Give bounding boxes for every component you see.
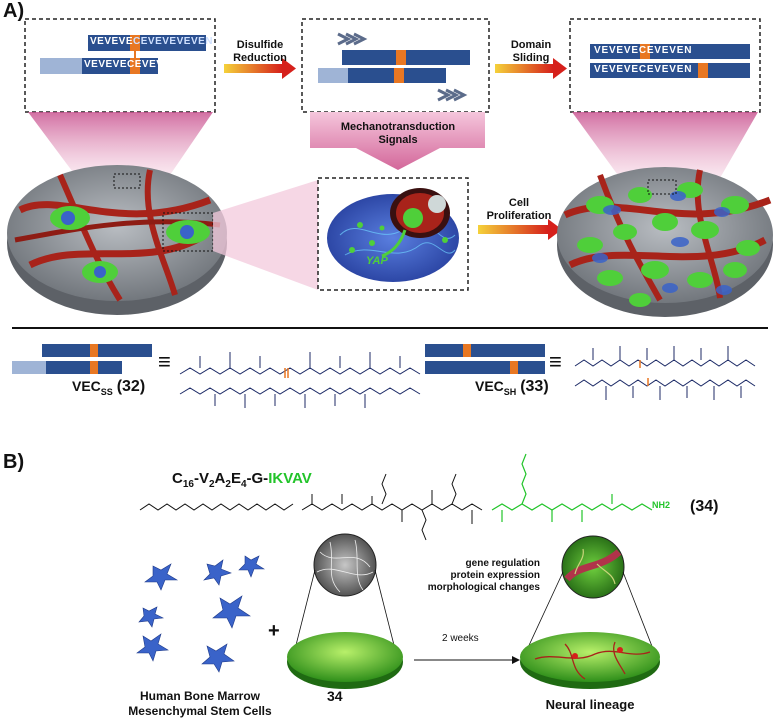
arrow-domain-sliding	[495, 58, 567, 79]
neural-lineage-illustration	[520, 535, 660, 689]
equiv-symbol-ss: ≡	[158, 349, 171, 374]
vec-sh-icon	[425, 344, 545, 374]
stem-cells-caption: Human Bone Marrow Mesenchymal Stem Cells	[128, 689, 272, 718]
changes-label: gene regulation protein expression morph…	[427, 558, 540, 593]
seq-text-box3-top: VEVEVECEVEVEN	[594, 45, 693, 56]
signals-arrow	[310, 112, 485, 170]
vec-ss-icon	[12, 344, 152, 374]
plus-sign: +	[268, 620, 280, 642]
panel-a-label: A)	[3, 0, 25, 22]
label-disulfide-reduction: Disulfide Reduction	[233, 39, 287, 64]
nh2-label: NH2	[652, 500, 671, 510]
arrow-disulfide-reduction	[224, 58, 296, 79]
panel-a-graphics	[7, 18, 773, 329]
funnel-left	[28, 112, 213, 175]
pa-chemical-structure	[139, 453, 653, 541]
peptide-strands-initial	[40, 35, 206, 74]
zoom-wedge-cell	[213, 180, 318, 290]
label-domain-sliding: Domain Sliding	[510, 39, 552, 64]
scaffold-34-label: 34	[327, 688, 343, 704]
panel-b-label: B)	[3, 451, 25, 473]
compound-34-label: (34)	[690, 498, 719, 515]
seq-text-box1-bottom: VEVEVECEVEVEN	[84, 59, 179, 70]
funnel-right	[572, 112, 758, 178]
seq-text-box3-bottom: VEVEVECEVEVEN	[594, 64, 693, 75]
arrow-cell-proliferation	[478, 219, 562, 240]
label-cell-proliferation: Cell Proliferation	[486, 197, 552, 222]
peptide-strands-slid	[590, 44, 750, 78]
label-yap: YAP	[366, 255, 388, 267]
vec-ss-name: VECSS (32)	[72, 378, 146, 397]
peptide-formula: C16-V2A2E4-G-IKVAV	[172, 470, 312, 490]
time-label: 2 weeks	[442, 633, 479, 644]
scaffold-disc-proliferated	[557, 167, 773, 317]
neural-lineage-caption: Neural lineage	[545, 697, 635, 712]
equiv-symbol-sh: ≡	[549, 349, 562, 374]
scaffold-disc-initial	[7, 165, 227, 315]
vec-sh-name: VECSH (33)	[475, 378, 549, 397]
label-mechanotransduction-signals: Mechanotransduction Signals	[340, 121, 456, 146]
arrow-two-weeks	[414, 656, 520, 664]
peptide-strands-reduced	[318, 32, 470, 102]
vec-structures	[12, 344, 756, 408]
stem-cells-illustration	[136, 555, 265, 673]
pa-scaffold-illustration	[287, 533, 403, 689]
seq-text-box1-top: VEVEVECEVEVEVEVEN	[90, 36, 214, 47]
vec-sh-chemical-structure	[574, 346, 756, 400]
vec-ss-chemical-structure	[179, 352, 421, 408]
